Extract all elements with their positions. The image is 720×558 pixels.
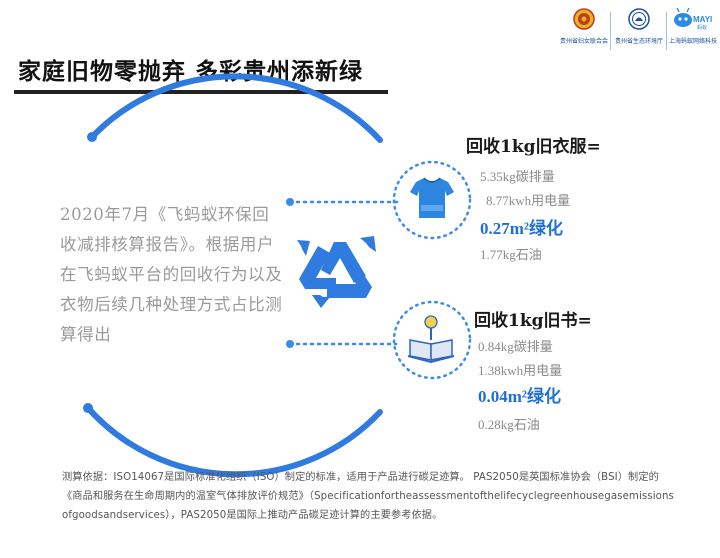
books-title: 回收1kg旧书=: [474, 311, 592, 331]
bottom-arc: [85, 405, 383, 478]
books-electricity: 1.38kwh用电量: [478, 363, 563, 378]
ecology-environment-emblem-icon: [628, 8, 650, 30]
womens-federation-logo: 贵州省妇女联合会: [560, 8, 608, 45]
connector-dot: [286, 340, 294, 348]
top-arc: [89, 73, 383, 143]
intro-paragraph: 2020年7月《飞蚂蚁环保回收减排核算报告》。根据用户在飞蚂蚁平台的回收行为以及…: [60, 205, 283, 344]
shirt-icon: [410, 177, 454, 218]
clothes-carbon: 5.35kg碳排量: [480, 169, 555, 184]
logo-caption: 上海蚂蚁网络科技: [668, 38, 717, 45]
arc-end-dot: [83, 403, 93, 413]
clothes-circle: [392, 160, 472, 240]
books-circle: [392, 300, 472, 380]
books-oil: 0.28kg石油: [478, 417, 540, 432]
recycle-icon: [297, 236, 376, 308]
clothes-title: 回收1kg旧衣服=: [466, 137, 601, 157]
arc-end-dot: [87, 132, 97, 142]
clothes-electricity: 8.77kwh用电量: [486, 193, 571, 208]
mayi-brand-sub-text: 蚂蚁: [697, 24, 707, 30]
logo-caption: 贵州省妇女联合会: [560, 38, 609, 45]
clothes-oil: 1.77kg石油: [480, 247, 542, 262]
title-underline: [14, 90, 388, 94]
books-carbon: 0.84kg碳排量: [478, 339, 553, 354]
connector-dot: [286, 198, 294, 206]
clothes-greening: 0.27m²绿化: [480, 219, 564, 238]
womens-federation-emblem-icon: [573, 8, 595, 30]
books-greening: 0.04m²绿化: [478, 387, 562, 406]
mayi-logo: MAYI 蚂蚁 上海蚂蚁网络科技: [668, 7, 718, 45]
mayi-ant-logo-icon: MAYI 蚂蚁: [674, 7, 712, 31]
ecology-environment-logo: 贵州省生态环境厅: [614, 8, 664, 45]
logo-divider: [610, 12, 611, 50]
logo-caption: 贵州省生态环境厅: [614, 38, 663, 45]
open-book-icon: [407, 315, 455, 364]
logo-divider: [666, 12, 667, 50]
footnote: 测算依据：ISO14067是国际标准化组织（ISO）制定的标准，适用于产品进行碳…: [62, 472, 674, 521]
mayi-brand-text: MAYI: [693, 15, 712, 24]
